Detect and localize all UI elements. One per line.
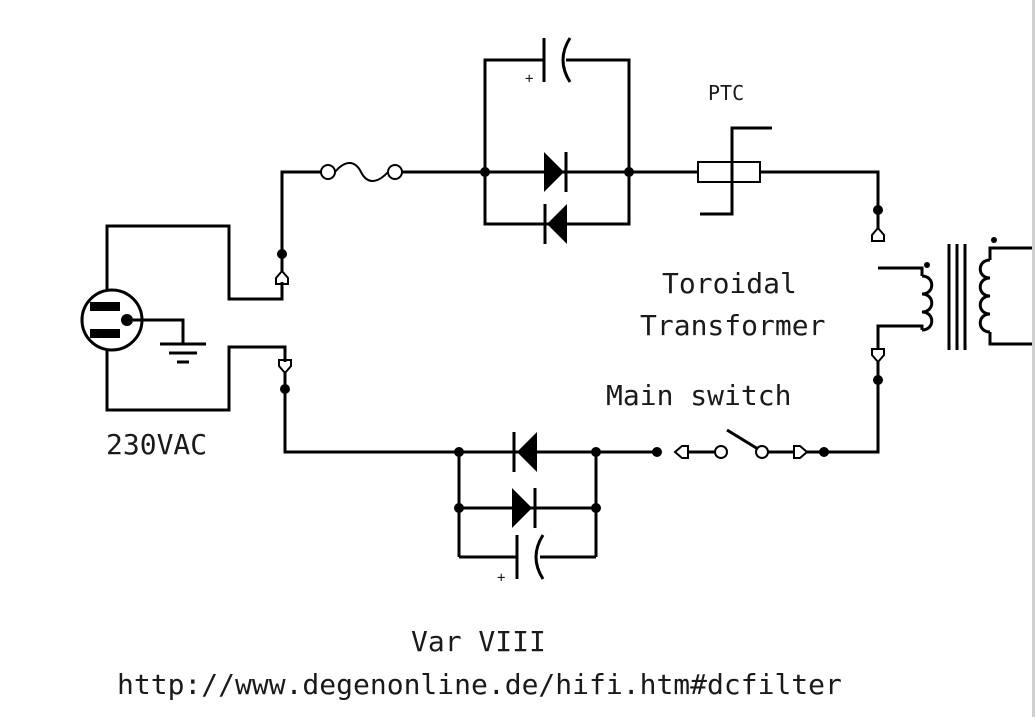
capacitor-bottom-polarity: +	[497, 570, 505, 586]
wire-bottom-left	[283, 389, 459, 454]
transformer-label-line1: Toroidal	[662, 267, 797, 300]
mains-plug	[80, 224, 287, 412]
connector-bottom-right	[871, 348, 885, 385]
capacitor-bottom: +	[497, 534, 545, 586]
right-edge-border	[1032, 0, 1035, 717]
main-switch	[652, 428, 829, 459]
wire-switch-transformer	[807, 380, 880, 454]
diode-pair-bottom	[454, 432, 601, 559]
capacitor-top-polarity: +	[525, 71, 533, 87]
connector-top-left	[275, 249, 289, 285]
connector-top-right	[871, 205, 885, 242]
connector-bottom-left	[278, 359, 292, 394]
wire-ptc-transformer	[760, 170, 880, 210]
transformer-label-line2: Transformer	[640, 309, 825, 342]
diode-pair-top	[480, 58, 634, 244]
variant-label: Var VIII	[411, 625, 546, 658]
wire-top-left	[280, 170, 322, 254]
source-url: http://www.degenonline.de/hifi.htm#dcfil…	[117, 668, 842, 701]
toroidal-transformer	[876, 237, 1035, 350]
capacitor-top: +	[525, 37, 572, 87]
main-switch-label: Main switch	[606, 379, 791, 412]
ground-symbol	[133, 318, 206, 364]
mains-label: 230VAC	[106, 428, 207, 461]
fuse	[320, 162, 403, 182]
ptc-label: PTC	[708, 81, 744, 105]
